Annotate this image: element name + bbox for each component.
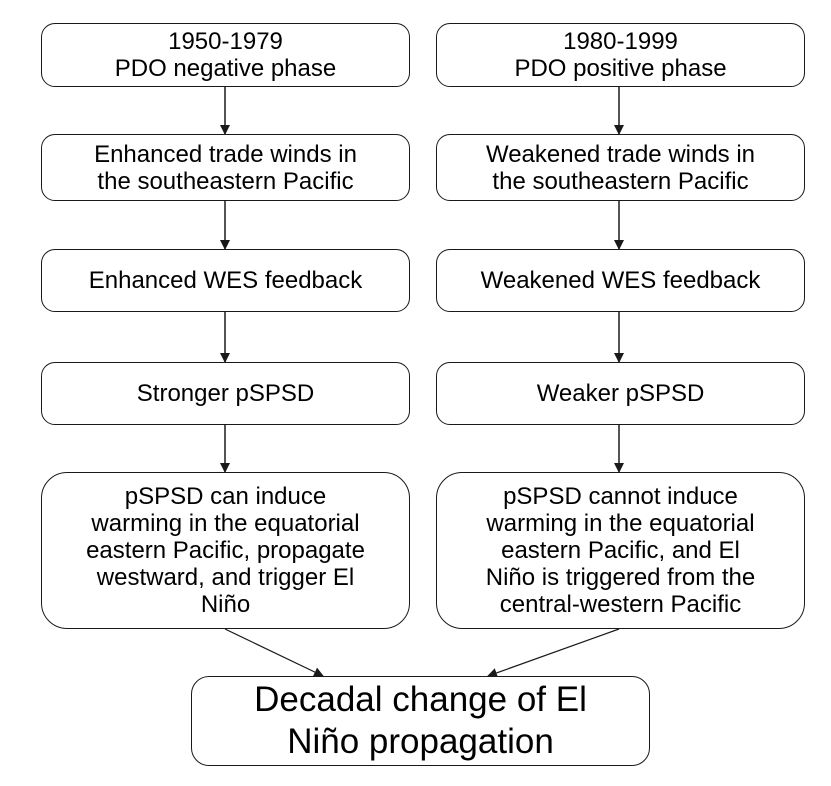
- box-text-line: warming in the equatorial: [91, 510, 360, 537]
- box-text-line: westward, and trigger El: [96, 564, 355, 591]
- box-pspsd-can-induce-warming: pSPSD can induce warming in the equatori…: [41, 472, 410, 629]
- box-text-line: Weaker pSPSD: [536, 380, 705, 407]
- box-text-line: PDO negative phase: [114, 55, 337, 82]
- box-1950-1979-pdo-negative: 1950-1979 PDO negative phase: [41, 23, 410, 87]
- box-text-line: Niño: [200, 591, 251, 618]
- box-text-line: Enhanced WES feedback: [88, 267, 363, 294]
- box-text-line: eastern Pacific, and El: [501, 537, 740, 564]
- box-text-line: Niño is triggered from the: [485, 564, 756, 591]
- arrow-l5-bottom: [224, 628, 324, 677]
- box-text-line: Niño propagation: [287, 722, 554, 761]
- box-text-line: eastern Pacific, propagate: [86, 537, 365, 564]
- box-text-line: 1950-1979: [168, 28, 283, 55]
- box-text-line: PDO positive phase: [514, 55, 727, 82]
- box-enhanced-wes-feedback: Enhanced WES feedback: [41, 249, 410, 312]
- box-weakened-trade-winds: Weakened trade winds in the southeastern…: [436, 134, 805, 201]
- box-text-line: pSPSD can induce: [124, 483, 327, 510]
- box-text-line: Weakened trade winds in: [485, 140, 756, 168]
- box-text-line: Stronger pSPSD: [136, 380, 315, 407]
- box-text-line: central-western Pacific: [499, 591, 742, 618]
- box-text-line: pSPSD cannot induce: [503, 483, 738, 510]
- box-text-line: warming in the equatorial: [486, 510, 755, 537]
- box-decadal-change-el-nino: Decadal change of El Niño propagation: [191, 676, 650, 766]
- box-text-line: Enhanced trade winds in: [94, 140, 357, 168]
- box-text-line: the southeastern Pacific: [492, 167, 749, 195]
- box-text-line: the southeastern Pacific: [97, 167, 354, 195]
- box-stronger-pspsd: Stronger pSPSD: [41, 362, 410, 425]
- box-pspsd-cannot-induce-warming: pSPSD cannot induce warming in the equat…: [436, 472, 805, 629]
- box-enhanced-trade-winds: Enhanced trade winds in the southeastern…: [41, 134, 410, 201]
- box-text-line: Weakened WES feedback: [480, 267, 761, 294]
- box-weaker-pspsd: Weaker pSPSD: [436, 362, 805, 425]
- box-1980-1999-pdo-positive: 1980-1999 PDO positive phase: [436, 23, 805, 87]
- box-text-line: Decadal change of El: [254, 680, 587, 719]
- arrow-r5-bottom: [487, 628, 620, 678]
- box-text-line: 1980-1999: [563, 28, 678, 55]
- box-weakened-wes-feedback: Weakened WES feedback: [436, 249, 805, 312]
